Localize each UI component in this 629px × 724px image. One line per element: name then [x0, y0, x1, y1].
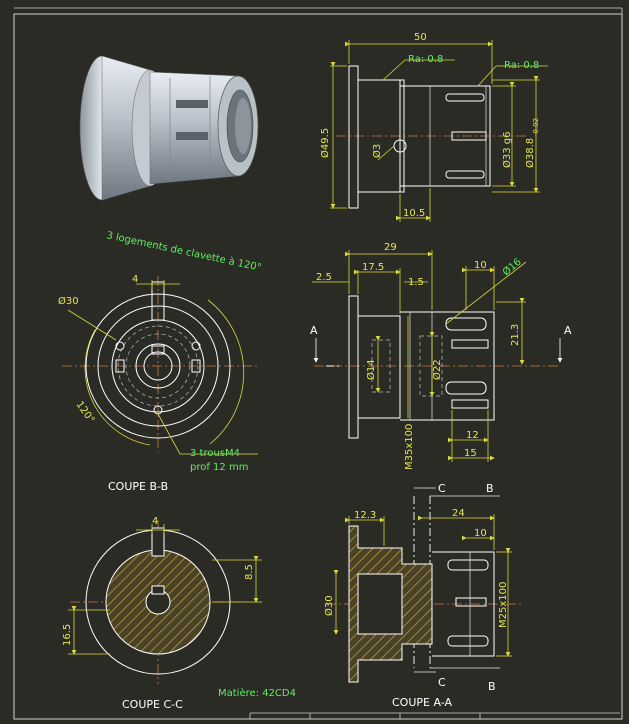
note-holes-line1: 3 trousM4: [190, 448, 240, 459]
dim-len-10-bottom: 10: [474, 528, 487, 539]
dim-width-4-cc: 4: [152, 516, 158, 527]
section-bb-title: COUPE B-B: [108, 480, 168, 493]
dim-len-17-5: 17.5: [362, 262, 384, 273]
section-bb-view: 120° Ø30 4 3 logements de clavette à 120…: [58, 229, 263, 493]
dim-dia-49-5: Ø49.5: [319, 128, 331, 158]
note-holes-line2: prof 12 mm: [190, 462, 248, 473]
dim-overall-length: 50: [414, 32, 427, 43]
roughness-note-left: Ra: 0.8: [408, 54, 443, 65]
dim-width-4-bb: 4: [132, 274, 138, 285]
dim-dia-30-bb: Ø30: [58, 295, 79, 307]
material-note: Matière: 42CD4: [218, 687, 296, 699]
dim-len-29: 29: [384, 242, 397, 253]
cut-label-b-bottom: B: [488, 680, 496, 693]
dim-len-1-5: 1.5: [408, 277, 424, 288]
dim-dia-22: Ø22: [431, 359, 443, 380]
dim-len-12-3: 12.3: [354, 510, 376, 521]
cut-label-a-left: A: [310, 324, 318, 337]
section-cc-title: COUPE C-C: [122, 698, 183, 711]
dim-dia-33: Ø33 g6: [501, 132, 513, 168]
isometric-view: [79, 55, 259, 201]
front-view: 50 Ra: 0.8 Ra: 0.8 Ø49.5 Ø3 Ø33 g6 Ø38.8…: [319, 32, 548, 222]
roughness-note-right: Ra: 0.8: [504, 60, 539, 71]
dim-len-10-top: 10: [474, 260, 487, 271]
section-cc-view: 4 8.5 16.5 COUPE C-C: [62, 516, 262, 711]
dim-dia-14: Ø14: [365, 359, 377, 380]
section-aa-title: COUPE A-A: [392, 696, 452, 709]
dim-16-5: 16.5: [62, 624, 73, 646]
dim-len-10-5: 10.5: [403, 208, 425, 219]
dim-dia-3: Ø3: [371, 144, 383, 158]
side-section-view: A A 29 2.5 17.5 1.5 10 Ø16 2: [310, 242, 572, 470]
dim-dia-38-8-tolerance: -0.02: [532, 118, 540, 136]
dim-len-2-5: 2.5: [316, 272, 332, 283]
dim-dia-30-aa: Ø30: [323, 595, 335, 616]
cut-label-b-top: B: [486, 482, 494, 495]
dim-dia-16: Ø16: [500, 256, 524, 278]
dim-len-15: 15: [464, 448, 477, 459]
dim-len-12: 12: [466, 430, 479, 441]
dim-len-24: 24: [452, 508, 465, 519]
dim-dia-38-8: Ø38.8: [524, 138, 536, 168]
dim-21-3: 21.3: [510, 324, 521, 346]
dim-angle-120: 120°: [74, 399, 97, 425]
section-aa-view: C B C B 12.3 24 10 Ø30 M25x100 COUPE A-A: [323, 482, 524, 709]
dim-thread-m25: M25x100: [498, 582, 509, 628]
cut-label-a-right: A: [564, 324, 572, 337]
note-keyways: 3 logements de clavette à 120°: [105, 229, 262, 274]
cut-label-c-top: C: [438, 482, 446, 495]
dim-thread-m35: M35x100: [404, 424, 415, 470]
cut-label-c-bottom: C: [438, 676, 446, 689]
dim-8-5: 8.5: [244, 564, 255, 580]
sheet-frame: [13, 7, 623, 720]
